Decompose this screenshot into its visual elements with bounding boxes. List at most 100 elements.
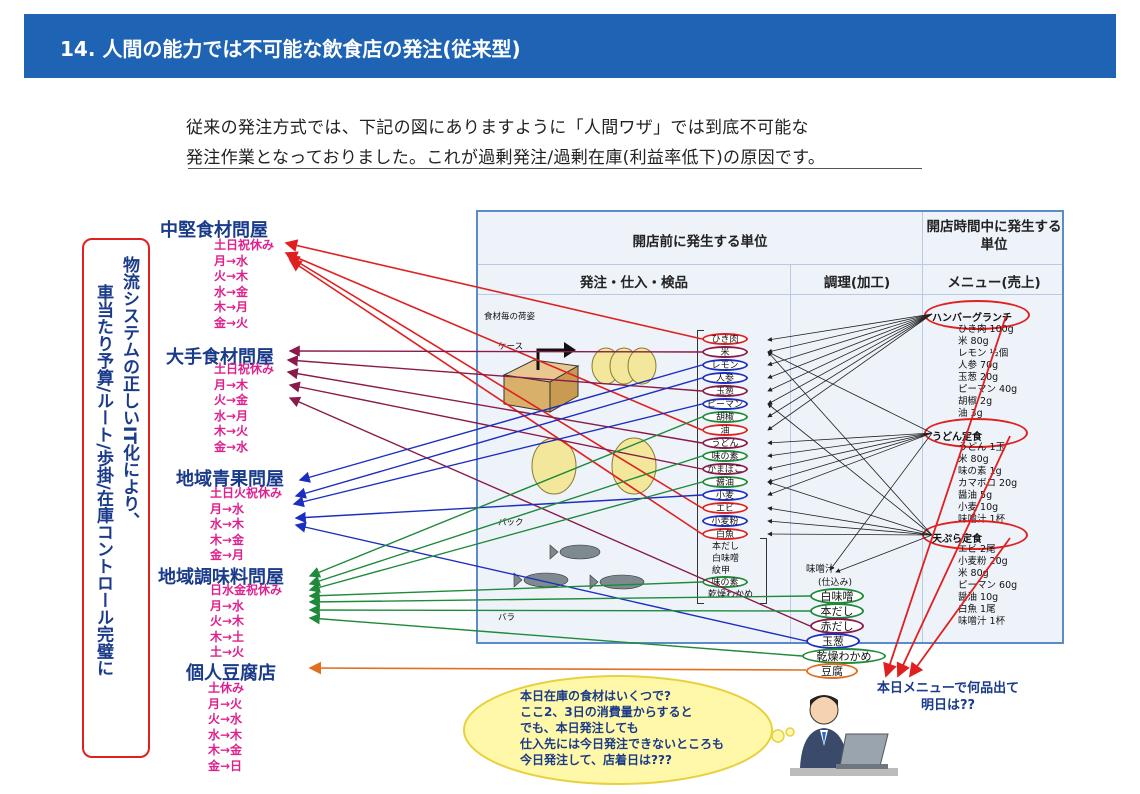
arrow-line <box>308 661 807 675</box>
table-divider <box>478 294 1062 295</box>
menu-item: 小麦粉 20g <box>958 556 1008 567</box>
arrow-group-menu-links <box>767 313 933 573</box>
schedule-item: 月→木 <box>214 377 249 392</box>
arrow-line <box>767 313 933 405</box>
arrow-line <box>308 613 803 657</box>
ingredient-item: 味の素 <box>702 450 748 462</box>
thought-bubble <box>463 675 795 785</box>
arrow-line <box>829 432 933 571</box>
ingredient-item: 味の素 <box>702 576 748 588</box>
arrow-line <box>883 315 1007 678</box>
supplier-name: 個人豆腐店 <box>186 663 276 684</box>
arrow-line <box>298 364 703 483</box>
side-note-col-2: 車当たり予算/ルート/歩掛/在庫コントロール完璧に <box>93 284 113 677</box>
arrow-line <box>288 345 703 357</box>
menu-item: 味の素 1g <box>958 466 1002 477</box>
arrow-line <box>294 494 703 524</box>
prep-subtitle: (仕込み) <box>818 578 853 588</box>
menu-title: 天ぷら定食 <box>932 534 982 545</box>
arrow-line <box>767 313 933 342</box>
arrow-line <box>835 534 933 573</box>
ingredient-item: かまぼこ <box>702 463 748 475</box>
arrow-line <box>767 313 933 431</box>
arrow-line <box>294 377 703 499</box>
intro-underline <box>188 168 922 169</box>
arrow-line <box>288 259 703 535</box>
menu-item: 人参 70g <box>958 360 999 371</box>
schedule-item: 火→木 <box>210 614 245 628</box>
ingredient-item: 玉葱 <box>702 385 748 397</box>
arrow-line <box>286 255 703 509</box>
arrow-line <box>767 432 933 458</box>
side-note-frame: 物流システムの正しいIT化により、 車当たり予算/ルート/歩掛/在庫コントロール… <box>82 238 150 758</box>
arrow-group-seasoning-wholesaler <box>308 416 811 657</box>
goods-illustration <box>502 342 657 590</box>
bubble-line: 今日発注して、店着日は??? <box>520 753 672 767</box>
ingredient-item: 紋甲 <box>712 566 731 576</box>
arrow-line <box>767 432 933 446</box>
schedule-item: 水→木 <box>210 517 245 531</box>
prep-title: 味噌汁 <box>806 564 835 575</box>
arrow-line <box>896 435 1011 678</box>
cardboard-box-icon <box>502 342 580 413</box>
loose-label: バラ <box>498 613 516 623</box>
menu-item: 米 80g <box>958 568 989 579</box>
case-label: ケース <box>498 342 524 352</box>
menu-title: うどん定食 <box>932 432 982 443</box>
arrow-line <box>767 518 933 536</box>
table-divider <box>922 212 923 642</box>
header-order-receive: 発注・仕入・検品 <box>580 275 688 291</box>
menu-item: ピーマン 40g <box>958 384 1018 395</box>
schedule-item: 金→月 <box>210 548 245 562</box>
pack-label: パック <box>498 518 524 528</box>
ingredient-item: 小麦 <box>702 489 748 501</box>
side-note-col-1: 物流システムの正しいIT化により、 <box>119 256 139 529</box>
arrow-line <box>284 239 703 340</box>
schedule-item: 土日祝休み <box>214 362 275 376</box>
header-menu-sales: メニュー(売上) <box>947 275 1041 291</box>
prep-item: 白味噌 <box>810 588 864 604</box>
arrow-line <box>767 313 933 354</box>
question-line: 明日は?? <box>920 698 976 713</box>
prep-item: 赤だし <box>810 618 864 634</box>
supplier-name: 地域青果問屋 <box>176 469 284 490</box>
arrow-group-mid-wholesaler <box>284 239 703 535</box>
schedule-item: 金→火 <box>214 315 249 330</box>
schedule-item: 木→金 <box>208 743 243 757</box>
arrow-line <box>767 432 933 471</box>
schedule-item: 火→水 <box>208 712 243 726</box>
table-divider <box>478 264 1062 265</box>
question-line: 本日メニューで何品出て <box>876 681 1020 696</box>
schedule-item: 水→金 <box>214 284 249 299</box>
schedule-item: 月→水 <box>210 501 245 516</box>
bubble-line: 仕入先には今日発注できないところも <box>520 737 725 751</box>
menu-item: 玉葱 20g <box>958 372 999 383</box>
prep-item: 豆腐 <box>806 663 858 679</box>
menu-item: 醤油 10g <box>958 592 999 603</box>
arrow-line <box>767 403 933 536</box>
header-cooking: 調理(加工) <box>823 275 891 291</box>
arrow-line <box>767 432 933 484</box>
arrow-line <box>767 313 933 392</box>
ingredient-item: 米 <box>702 346 748 358</box>
ingredient-bracket <box>760 538 767 604</box>
arrow-line <box>292 403 703 508</box>
ingredient-item: エビ <box>702 502 748 514</box>
schedule-item: 土日火祝休み <box>210 486 283 500</box>
menu-title: ハンバーグランチ <box>932 313 1012 324</box>
schedule-item: 月→水 <box>210 598 245 613</box>
arrow-line <box>286 355 703 392</box>
page-title: 14. 人間の能力では不可能な飲食店の発注(従来型) <box>60 37 521 61</box>
bubble-line: 本日在庫の食材はいくつで? <box>520 689 671 703</box>
arrow-group-produce-wholesaler <box>292 364 807 642</box>
schedule-item: 土休み <box>208 681 245 695</box>
arrow-line <box>284 251 703 431</box>
schedule-item: 火→木 <box>214 269 249 283</box>
ingredient-item: ひき肉 <box>702 333 748 345</box>
schedule-item: 土→火 <box>210 645 245 659</box>
bubble-line: ここ2、3日の消費量からすると <box>520 705 693 719</box>
arrow-line <box>767 506 933 536</box>
menu-item: 米 80g <box>958 454 989 465</box>
ingredient-item: 乾燥わかめ <box>708 590 754 600</box>
